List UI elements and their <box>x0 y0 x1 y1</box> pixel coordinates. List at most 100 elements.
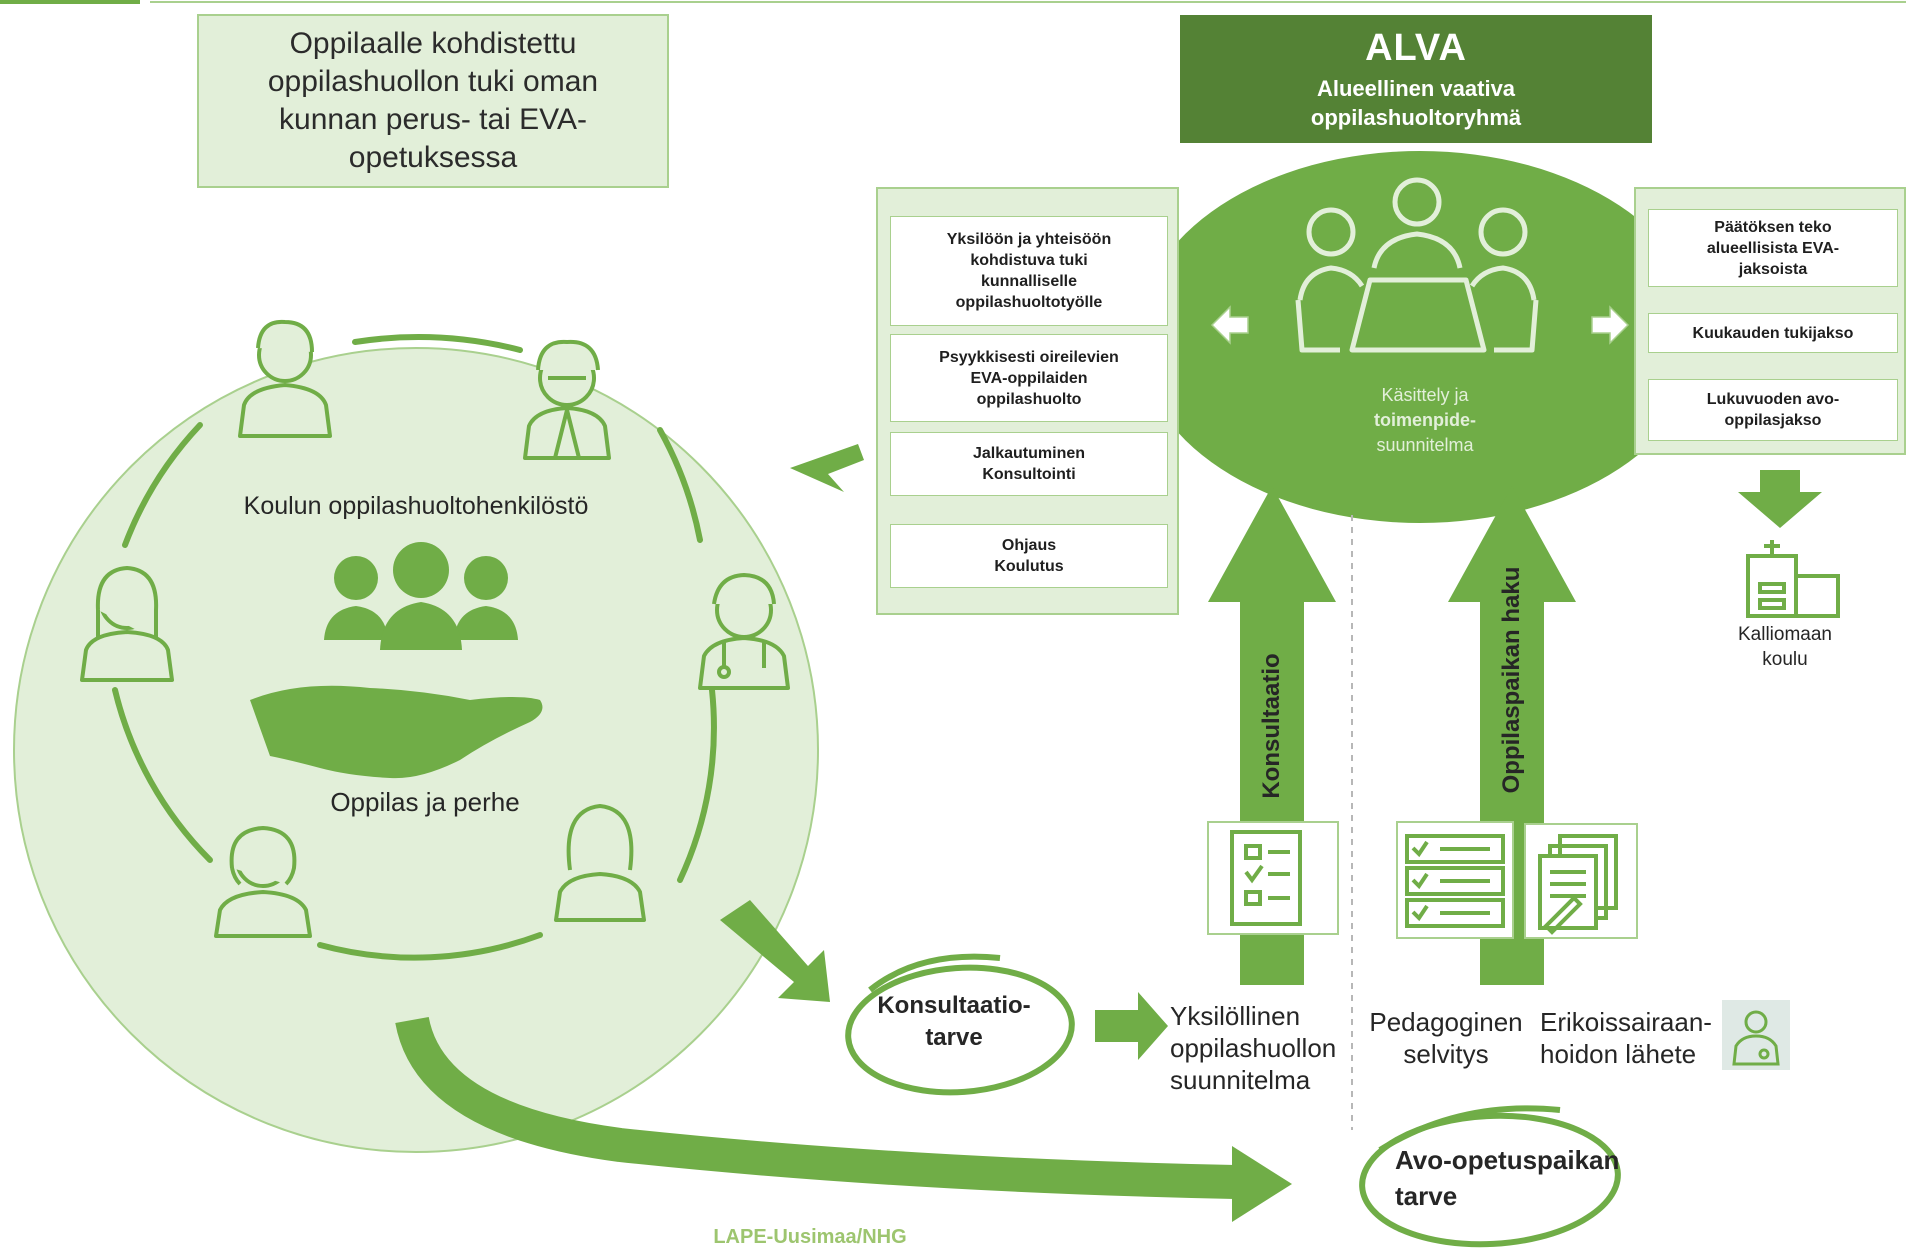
panel-to-circle-arrow <box>790 444 864 492</box>
decision-line: Lukuvuoden avo- <box>1706 391 1840 408</box>
service-line: Koulutus <box>994 558 1064 575</box>
outpatient-need-line: tarve <box>1395 1181 1458 1211</box>
ring-arc <box>317 932 543 961</box>
service-box: Ohjaus Koulutus <box>890 524 1168 588</box>
plan-line: oppilashuollon <box>1170 1033 1337 1063</box>
service-box: Psyykkisesti oireilevien EVA-oppilaiden … <box>890 334 1168 422</box>
ring-arc <box>352 334 523 353</box>
ring-arc <box>122 422 203 548</box>
alva-subtitle-line: oppilashuoltoryhmä <box>1310 104 1522 130</box>
ring-arc <box>677 687 717 883</box>
credit-label: LAPE-Uusimaa/NHG <box>713 1226 907 1248</box>
service-line: Ohjaus <box>1001 537 1057 554</box>
processing-line: suunnitelma <box>1376 435 1474 455</box>
service-line: kohdistuva tuki <box>970 252 1088 269</box>
checklist-icon <box>1230 830 1302 926</box>
ring-arc <box>112 687 213 863</box>
student-family-label: Oppilas ja perhe <box>330 787 520 817</box>
service-box: Jalkautuminen Konsultointi <box>890 432 1168 496</box>
person-head <box>393 542 449 598</box>
alva-subtitle: Alueellinen vaativa oppilashuoltoryhmä <box>1311 74 1521 132</box>
down-to-school-arrow <box>1738 470 1822 528</box>
service-line: EVA-oppilaiden <box>970 369 1088 387</box>
alva-ellipse <box>1138 151 1702 523</box>
consultation-label: Konsultaatio <box>1258 653 1285 799</box>
service-line: Yksilöön ja yhteisöön <box>946 231 1112 248</box>
decision-line: alueellisista EVA- <box>1706 239 1840 257</box>
school-label: Kalliomaan koulu <box>1720 622 1850 672</box>
staff-ring <box>112 334 717 961</box>
service-line: Psyykkisesti oireilevien <box>939 348 1119 366</box>
student-support-line: kunnan perus- tai EVA- <box>279 103 587 136</box>
long-curved-arrow <box>395 1016 1236 1199</box>
decision-line: oppilasjakso <box>1724 412 1822 429</box>
service-line: Jalkautuminen <box>972 445 1086 462</box>
meeting-icon <box>1295 177 1539 353</box>
school-staff-label: Koulun oppilashuoltohenkilöstö <box>243 492 589 520</box>
processing-line: Käsittely ja <box>1381 385 1469 405</box>
ring-arc <box>657 427 703 543</box>
plan-line: Yksilöllinen <box>1170 1001 1301 1031</box>
staff-icons <box>80 319 790 938</box>
decision-line: Kuukauden tukijakso <box>1692 324 1854 342</box>
decisions-panel: Päätöksen teko alueellisista EVA- jaksoi… <box>1634 187 1906 455</box>
checklist-card <box>1207 821 1339 935</box>
service-line: Konsultointi <box>982 466 1076 483</box>
doctor-icon <box>698 573 790 690</box>
alva-subtitle-line: Alueellinen vaativa <box>1316 75 1516 101</box>
service-line: kunnalliselle <box>980 273 1078 290</box>
consultation-need-ring <box>845 953 1075 1096</box>
service-box: Yksilöön ja yhteisöön kohdistuva tuki ku… <box>890 216 1168 326</box>
pedagogical-line: Pedagoginen <box>1369 1007 1523 1037</box>
person-body <box>324 606 388 640</box>
outpatient-need-label: Avo-opetuspaikan tarve <box>1395 1142 1645 1214</box>
school-line: koulu <box>1762 649 1808 670</box>
referral-line: Erikoissairaan- <box>1540 1007 1712 1037</box>
woman-staff-icon <box>238 319 332 438</box>
left-small-arrow <box>1210 305 1249 345</box>
pedagogical-line: selvitys <box>1403 1039 1489 1069</box>
person-head <box>464 556 508 600</box>
outpatient-need-line: Avo-opetuspaikan <box>1395 1145 1620 1175</box>
school-line: Kalliomaan <box>1738 624 1832 645</box>
student-support-line: opetuksessa <box>348 141 518 174</box>
top-accent <box>0 0 140 4</box>
service-line: oppilashuoltotyölle <box>955 294 1103 311</box>
decision-box: Kuukauden tukijakso <box>1648 313 1898 353</box>
service-line: oppilashuolto <box>976 390 1082 408</box>
referral-label: Erikoissairaan- hoidon lähete <box>1540 1006 1725 1070</box>
circle-to-need-arrow <box>720 900 830 1002</box>
processing-label: Käsittely ja toimenpide- suunnitelma <box>1325 383 1525 458</box>
doctor-small-icon <box>1732 1010 1780 1066</box>
need-to-plan-arrow <box>1095 992 1168 1060</box>
long-hair-woman-icon <box>554 804 646 922</box>
consultation-need-line: Konsultaatio- <box>877 992 1031 1019</box>
alva-title: ALVA <box>1365 26 1467 69</box>
outpatient-need-ring <box>1359 1105 1621 1248</box>
student-support-box: Oppilaalle kohdistettu oppilashuollon tu… <box>197 14 669 188</box>
application-label: Oppilaspaikan haku <box>1498 566 1525 794</box>
processing-line: toimenpide- <box>1374 410 1476 430</box>
form-icon <box>1405 834 1505 928</box>
person-body <box>454 606 518 640</box>
student-support-line: oppilashuollon tuki oman <box>267 65 599 98</box>
referral-line: hoidon lähete <box>1540 1039 1697 1069</box>
support-services-panel: Yksilöön ja yhteisöön kohdistuva tuki ku… <box>876 187 1179 615</box>
decision-box: Päätöksen teko alueellisista EVA- jaksoi… <box>1648 209 1898 287</box>
student-support-line: Oppilaalle kohdistettu <box>289 27 577 60</box>
nurse-icon <box>80 566 174 682</box>
decision-box: Lukuvuoden avo- oppilasjakso <box>1648 379 1898 441</box>
plan-line: suunnitelma <box>1170 1065 1311 1095</box>
girl-icon <box>214 826 312 938</box>
pedagogical-label: Pedagoginen selvitys <box>1366 1006 1526 1070</box>
man-with-glasses-icon <box>523 339 611 460</box>
individual-plan-label: Yksilöllinen oppilashuollon suunnitelma <box>1170 1000 1350 1096</box>
decision-line: Päätöksen teko <box>1714 218 1832 236</box>
consultation-need-label: Konsultaatio- tarve <box>854 990 1054 1054</box>
alva-header: ALVA Alueellinen vaativa oppilashuoltory… <box>1180 15 1652 143</box>
person-body <box>380 602 462 650</box>
right-small-arrow <box>1591 305 1630 345</box>
decision-line: jaksoista <box>1738 260 1808 278</box>
